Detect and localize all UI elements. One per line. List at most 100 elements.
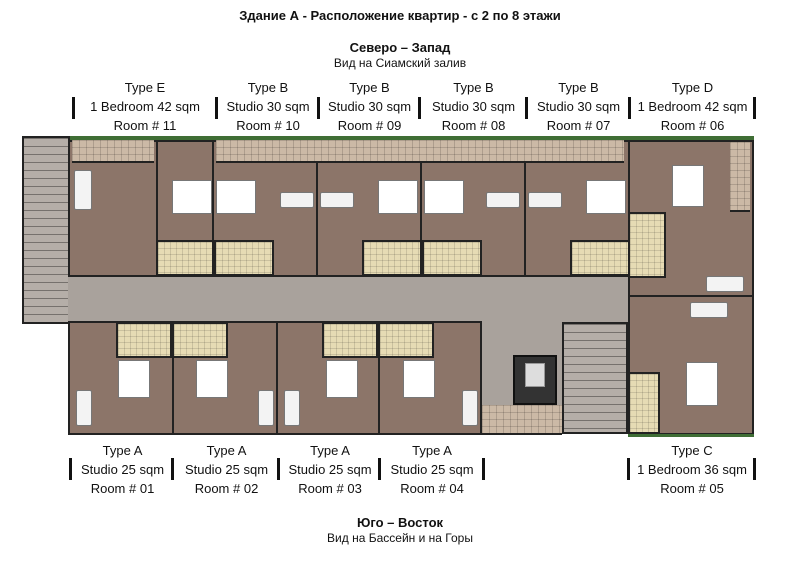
unit-size: Studio 30 sqm bbox=[536, 99, 621, 114]
unit-type: Type B bbox=[453, 80, 494, 95]
unit-size: 1 Bedroom 36 sqm bbox=[637, 462, 747, 477]
bathroom bbox=[378, 322, 434, 358]
bed bbox=[403, 360, 435, 398]
unit-size: Studio 25 sqm bbox=[288, 462, 372, 477]
bed bbox=[378, 180, 418, 214]
label-divider bbox=[171, 458, 174, 480]
north-view: Вид на Сиамский залив bbox=[333, 56, 467, 70]
unit-room: Room # 03 bbox=[298, 481, 362, 496]
north-heading: Северо – Запад bbox=[349, 40, 451, 55]
south-heading: Юго – Восток bbox=[356, 515, 444, 530]
sofa bbox=[486, 192, 520, 208]
balcony bbox=[72, 140, 154, 163]
unit-size: Studio 30 sqm bbox=[327, 99, 412, 114]
label-divider bbox=[753, 97, 756, 119]
balcony bbox=[216, 140, 624, 163]
sofa bbox=[284, 390, 300, 426]
unit-room: Room # 04 bbox=[400, 481, 464, 496]
unit-type: Type A bbox=[102, 443, 143, 458]
bathroom bbox=[214, 240, 274, 276]
unit-size: Studio 25 sqm bbox=[390, 462, 474, 477]
label-divider bbox=[69, 458, 72, 480]
sofa bbox=[528, 192, 562, 208]
bathroom bbox=[172, 322, 228, 358]
label-divider bbox=[482, 458, 485, 480]
unit-size: 1 Bedroom 42 sqm bbox=[90, 99, 200, 114]
unit-size: Studio 25 sqm bbox=[80, 462, 165, 477]
bathroom bbox=[362, 240, 422, 276]
unit-room: Room # 06 bbox=[660, 118, 725, 133]
unit-room: Room # 01 bbox=[90, 481, 155, 496]
bathroom bbox=[422, 240, 482, 276]
label-divider bbox=[525, 97, 528, 119]
unit-size: Studio 25 sqm bbox=[184, 462, 269, 477]
unit-type: Type B bbox=[247, 80, 289, 95]
unit-room: Room # 10 bbox=[236, 118, 300, 133]
bathroom bbox=[116, 322, 172, 358]
unit-type: Type E bbox=[124, 80, 166, 95]
planter bbox=[68, 136, 754, 140]
label-divider bbox=[378, 458, 381, 480]
west-stairwell bbox=[22, 136, 70, 324]
bed bbox=[686, 362, 718, 406]
sofa bbox=[690, 302, 728, 318]
unit-room: Room # 02 bbox=[194, 481, 259, 496]
sofa bbox=[320, 192, 354, 208]
sofa bbox=[462, 390, 478, 426]
unit-room: Room # 09 bbox=[337, 118, 402, 133]
unit-size: Studio 30 sqm bbox=[226, 99, 310, 114]
bed bbox=[424, 180, 464, 214]
unit-room: Room # 07 bbox=[546, 118, 611, 133]
bathroom bbox=[628, 372, 660, 434]
bed bbox=[216, 180, 256, 214]
bathroom bbox=[628, 212, 666, 278]
unit-size: Studio 30 sqm bbox=[431, 99, 516, 114]
unit-type: Type C bbox=[671, 443, 713, 458]
east-stairwell bbox=[562, 322, 628, 434]
bathroom bbox=[322, 322, 378, 358]
unit-room: Room # 11 bbox=[113, 118, 177, 133]
elevator-car-icon bbox=[525, 363, 545, 387]
balcony bbox=[730, 142, 750, 212]
label-divider bbox=[215, 97, 218, 119]
bed bbox=[118, 360, 150, 398]
unit-room: Room # 05 bbox=[660, 481, 724, 496]
label-divider bbox=[277, 458, 280, 480]
unit-type: Type B bbox=[349, 80, 390, 95]
sofa bbox=[280, 192, 314, 208]
page-title: Здание А - Расположение квартир - с 2 по… bbox=[239, 8, 561, 23]
unit-room: Room # 08 bbox=[441, 118, 506, 133]
sofa bbox=[258, 390, 274, 426]
elevator bbox=[513, 355, 557, 405]
unit-type: Type A bbox=[206, 443, 247, 458]
unit-type: Type D bbox=[671, 80, 714, 95]
label-divider bbox=[627, 458, 630, 480]
sofa bbox=[706, 276, 744, 292]
label-divider bbox=[317, 97, 320, 119]
sofa bbox=[76, 390, 92, 426]
bathroom bbox=[570, 240, 630, 276]
label-divider bbox=[72, 97, 75, 119]
unit-size: 1 Bedroom 42 sqm bbox=[637, 99, 748, 114]
planter bbox=[628, 434, 754, 437]
bed bbox=[172, 180, 212, 214]
sofa bbox=[74, 170, 92, 210]
bed bbox=[586, 180, 626, 214]
label-divider bbox=[753, 458, 756, 480]
bed bbox=[326, 360, 358, 398]
south-view: Вид на Бассейн и на Горы bbox=[327, 531, 473, 545]
lobby-balcony bbox=[482, 405, 562, 435]
unit-type: Type A bbox=[412, 443, 452, 458]
bed bbox=[196, 360, 228, 398]
